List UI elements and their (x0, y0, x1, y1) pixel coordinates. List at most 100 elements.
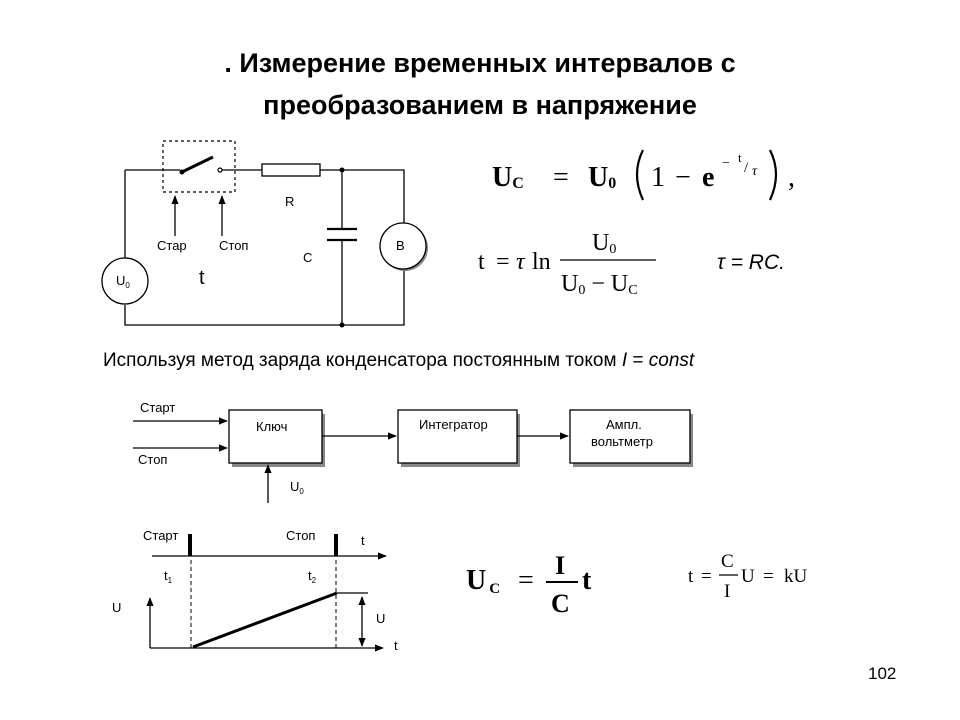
block-u0-sub: 0 (299, 487, 304, 496)
f1-one: 1 (651, 162, 665, 193)
switch-box (162, 140, 236, 193)
f1-c-sub: C (512, 175, 524, 192)
f1-exp-slash: / (744, 160, 749, 176)
method-text: Используя метод заряда конденсатора пост… (103, 350, 617, 371)
f4-eq2: = (763, 566, 774, 587)
circuit-top-wire (125, 169, 405, 223)
u-axis-label: U (112, 600, 121, 615)
f2-den-b-sub: C (628, 283, 637, 298)
resistor (261, 163, 321, 177)
f4-kU: kU (784, 566, 808, 587)
method-const: const (648, 350, 695, 371)
slide-title-line2: преобразованием в напряжение (263, 90, 697, 120)
f2-den-a: U (561, 271, 578, 297)
f3-t: t (582, 565, 592, 596)
f4-eq1: = (701, 566, 712, 587)
f2-ln: ln (532, 249, 551, 275)
f4-num: C (721, 551, 734, 572)
f2-den-b: U (611, 271, 628, 297)
key-label: Ключ (256, 419, 287, 434)
t1-label: t1 (164, 568, 173, 585)
circuit-diagram: R C Стар Стоп t U0 В (101, 140, 428, 328)
formula-t-kU: t = C I U = kU (688, 551, 808, 602)
f1-u: U (492, 162, 512, 193)
junction-dot-top (339, 167, 345, 173)
f2-num: U0 (592, 230, 616, 257)
junction-dot-bottom (339, 322, 345, 328)
key-block (228, 409, 323, 464)
f4-t: t (688, 566, 694, 587)
t2-label: t2 (308, 568, 317, 585)
f3-num: I (555, 551, 565, 580)
f1-exp-minus: − (722, 156, 730, 171)
u-value-label: U (376, 611, 385, 626)
f1-exp-t: t (738, 150, 742, 165)
f2-den-a-sub: 0 (578, 283, 585, 298)
f2-eq: = (496, 249, 510, 275)
capacitor-label: C (303, 250, 312, 265)
timing-bottom-t-label: t (394, 638, 398, 653)
formula-uc-exponential: UC = U0 1 − e − t / τ , (492, 149, 795, 201)
f1-u0-sub: 0 (608, 175, 616, 192)
slide-title-line1: . Измерение временных интервалов с (224, 48, 736, 78)
f3-eq: = (518, 565, 534, 596)
f3-den: C (551, 589, 570, 618)
switch-blade (181, 155, 214, 174)
voltmeter-label: В (396, 238, 405, 253)
f2-num-u: U (592, 230, 609, 256)
f1-paren-left (635, 149, 644, 201)
f2-tau: τ (516, 249, 526, 275)
method-description: Используя метод заряда конденсатора пост… (103, 350, 694, 372)
t2-sub: 2 (312, 576, 317, 585)
voltmeter-block (569, 409, 691, 464)
switch-contact (217, 167, 223, 173)
f1-uc: UC (492, 162, 524, 193)
page-number: 102 (868, 664, 897, 683)
f1-e: e (702, 162, 714, 193)
integrator-block (397, 409, 518, 464)
source-label-main: U (116, 273, 125, 288)
source-label-sub: 0 (125, 281, 130, 290)
f1-u0-main: U (588, 162, 608, 193)
source-label: U0 (116, 273, 130, 290)
t1-sub: 1 (168, 576, 173, 585)
f1-u0: U0 (588, 162, 616, 193)
block-u0-main: U (290, 479, 299, 494)
timing-t-label: t (361, 533, 365, 548)
formula-tau-rc: τ = RC. (717, 251, 785, 274)
f1-exp-tau: τ (752, 164, 758, 179)
voltmeter-label-line1: Ампл. (606, 417, 642, 432)
timing-start-label: Старт (143, 528, 178, 543)
f2-den-minus: − (591, 271, 605, 297)
f2-num-sub: 0 (609, 242, 616, 257)
time-label: t (199, 267, 205, 289)
f1-paren-right (769, 149, 778, 201)
integrator-label: Интегратор (419, 417, 488, 432)
f1-minus: − (675, 162, 691, 193)
f4-den: I (724, 581, 730, 602)
switch-pivot (179, 169, 185, 175)
f1-eq: = (553, 162, 569, 193)
method-current-symbol: I (621, 350, 628, 371)
f4-u: U (741, 566, 755, 587)
method-eq: = (627, 350, 649, 371)
formula-t-ln: t = τ ln U0 U0−UC (478, 230, 656, 298)
f3-c-sub: C (489, 581, 500, 597)
t2-main: t (308, 568, 312, 583)
f3-u: U (466, 565, 486, 596)
f2-t: t (478, 249, 485, 275)
block-u0-label: U0 (290, 479, 304, 496)
start-label: Стар (157, 238, 187, 253)
f1-comma: , (788, 162, 795, 193)
voltage-source (101, 257, 149, 305)
circuit-bottom-wire (124, 170, 405, 326)
voltage-ramp (192, 591, 338, 649)
block-start-label: Старт (140, 400, 175, 415)
f2-den: U0−UC (561, 271, 638, 298)
timing-stop-label: Стоп (286, 528, 315, 543)
block-stop-label: Стоп (138, 452, 167, 467)
timing-diagram: Старт Стоп t t1 t2 U U t (112, 528, 398, 653)
